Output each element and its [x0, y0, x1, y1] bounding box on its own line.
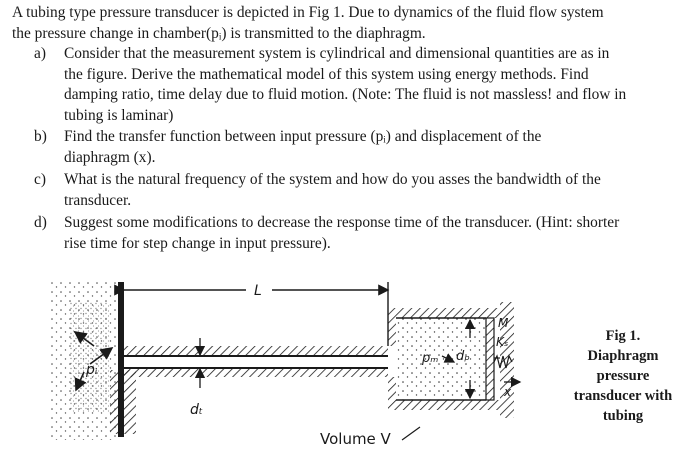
displacement-label: x [503, 385, 512, 399]
question-label: b) [34, 128, 47, 145]
transducer-figure: pᵢ L dₜ [50, 280, 522, 448]
spring-icon [493, 354, 513, 369]
caption-line: tubing [602, 408, 644, 424]
caption-line: transducer with [573, 388, 673, 404]
chamber-pressure-label: pₘ [421, 351, 438, 366]
question-line: diaphragm (x). [64, 148, 156, 166]
diaphragm-diameter-label: dₚ [456, 349, 470, 364]
question-line: Consider that the measurement system is … [64, 45, 610, 62]
pressure-arrows [73, 331, 114, 392]
question-line: Suggest some modifications to decrease t… [64, 214, 620, 231]
volume-leader-line [401, 426, 421, 441]
question-label: d) [34, 214, 47, 231]
problem-statement: A tubing type pressure transducer is dep… [12, 2, 688, 44]
question-label: a) [34, 45, 46, 62]
intro-line: the pressure change in chamber(pᵢ) is tr… [12, 25, 426, 42]
question-line: the figure. Derive the mathematical mode… [64, 65, 589, 83]
tubing [124, 346, 388, 377]
question-line: rise time for step change in input press… [64, 234, 331, 252]
question-line: transducer. [64, 191, 132, 209]
figure-caption: Fig 1. Diaphragm pressure transducer wit… [556, 326, 690, 426]
question-line: What is the natural frequency of the sys… [64, 171, 601, 188]
length-label: L [254, 283, 262, 299]
chamber-pressure-arrow [441, 353, 456, 363]
caption-line: Fig 1. [605, 328, 641, 344]
spring-constant-label: Kₛ [496, 335, 508, 349]
question-line: Find the transfer function between input… [64, 128, 542, 145]
chamber [388, 308, 500, 410]
inlet-wall [110, 282, 136, 437]
pressure-source-region [50, 280, 118, 440]
question-label: c) [34, 171, 46, 188]
diaphragm [485, 317, 495, 401]
mass-spring-assembly [493, 302, 514, 418]
caption-line: pressure [596, 368, 650, 384]
tube-diameter-label: dₜ [190, 402, 203, 418]
intro-line: A tubing type pressure transducer is dep… [12, 4, 604, 21]
question-line: tubing is laminar) [64, 106, 174, 124]
input-pressure-label: pᵢ [85, 362, 98, 378]
caption-line: Diaphragm [587, 348, 659, 364]
question-line: damping ratio, time delay due to fluid m… [64, 86, 627, 103]
mass-label: M [498, 316, 509, 330]
volume-label: Volume V [320, 430, 392, 448]
